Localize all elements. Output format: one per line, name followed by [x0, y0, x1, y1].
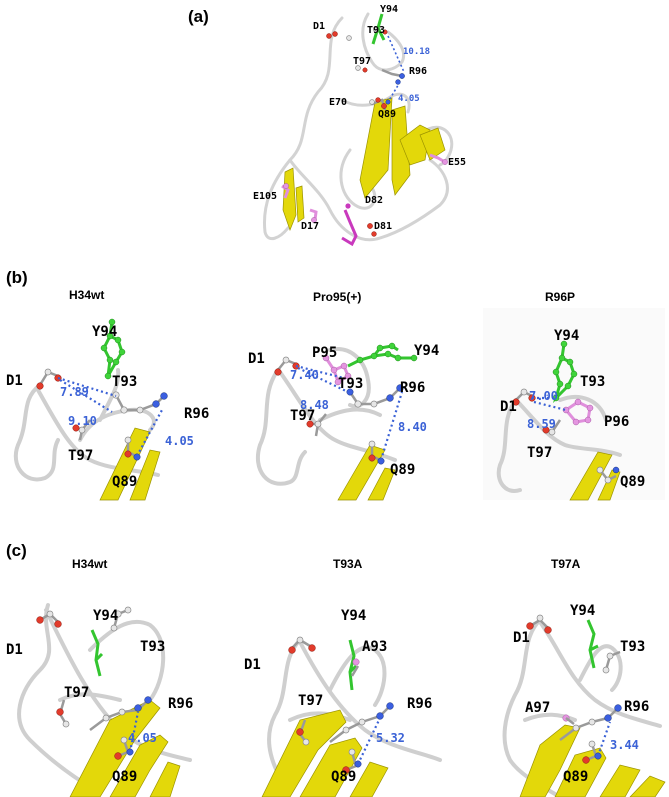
- label-b2-t97: T97: [290, 408, 315, 424]
- subpanel-c-t97a: T97A Y94 D1 T93 A97 R96: [502, 557, 666, 797]
- label-c3-d1: D1: [513, 630, 530, 646]
- label-b3-q89: Q89: [620, 474, 645, 490]
- label-c2-r96: R96: [407, 696, 432, 712]
- dist-b1-1: 7.89: [60, 385, 89, 399]
- label-a-q89: Q89: [378, 109, 396, 120]
- label-c2-d1: D1: [244, 657, 261, 673]
- label-a-t93: T93: [367, 25, 385, 36]
- label-b2-y94: Y94: [414, 343, 439, 359]
- label-c3-a97: A97: [525, 700, 550, 716]
- label-c2-q89: Q89: [331, 769, 356, 785]
- dist-c2-1: 5.32: [376, 731, 405, 745]
- label-a-r96: R96: [409, 66, 427, 77]
- label-c1-d1: D1: [6, 642, 23, 658]
- dist-a-1: 10.18: [403, 47, 430, 57]
- panel-a-letter: (a): [188, 7, 209, 26]
- label-a-e55: E55: [448, 157, 466, 168]
- label-b2-t93: T93: [338, 376, 363, 392]
- dist-a-2: 4.05: [398, 94, 420, 104]
- dist-b2-3: 8.40: [398, 420, 427, 434]
- label-c1-r96: R96: [168, 696, 193, 712]
- label-c2-a93: A93: [362, 639, 387, 655]
- label-c3-y94: Y94: [570, 603, 595, 619]
- label-a-e105: E105: [253, 191, 277, 202]
- panel-a: (a): [188, 4, 466, 247]
- subpanel-c-t93a: T93A Y94 A93 D1 T97 R96: [244, 557, 442, 797]
- label-b1-d1: D1: [6, 373, 23, 389]
- label-b3-t93: T93: [580, 374, 605, 390]
- dist-b1-2: 9.10: [68, 414, 97, 428]
- label-a-d17: D17: [301, 221, 319, 232]
- subpanel-c2-title: T93A: [333, 557, 363, 571]
- panel-a-structure: [262, 12, 454, 247]
- subpanel-b3-title: R96P: [545, 290, 575, 304]
- label-c1-y94: Y94: [93, 608, 118, 624]
- label-b2-p95: P95: [312, 345, 337, 361]
- label-a-t97: T97: [353, 56, 371, 67]
- label-b2-d1: D1: [248, 351, 265, 367]
- label-b1-t97: T97: [68, 448, 93, 464]
- dist-c1-1: 4.05: [128, 731, 157, 745]
- dist-b3-2: 8.59: [527, 417, 556, 431]
- subpanel-b-r96p: R96P Y94 T93 D1 P96 T97: [483, 290, 665, 501]
- subpanel-b1-title: H34wt: [69, 288, 104, 302]
- label-c2-y94: Y94: [341, 608, 366, 624]
- label-b1-q89: Q89: [112, 474, 137, 490]
- label-a-e70: E70: [329, 97, 347, 108]
- label-c1-t97: T97: [64, 685, 89, 701]
- label-a-d1: D1: [313, 21, 325, 32]
- label-b3-t97: T97: [527, 445, 552, 461]
- label-b3-p96: P96: [604, 414, 629, 430]
- dist-b1-3: 4.05: [165, 434, 194, 448]
- panel-b: (b) H34wt Y94 D1 T: [6, 268, 665, 501]
- label-c1-q89: Q89: [112, 769, 137, 785]
- label-b3-d1: D1: [500, 399, 517, 415]
- label-b1-y94: Y94: [92, 324, 117, 340]
- subpanel-b-pro95: Pro95(+) P95 Y94: [248, 290, 439, 501]
- label-c2-t97: T97: [298, 693, 323, 709]
- label-b2-q89: Q89: [390, 462, 415, 478]
- subpanel-c-h34wt: H34wt Y94 D1 T93 T97 R96: [6, 557, 193, 797]
- label-c1-t93: T93: [140, 639, 165, 655]
- dist-b3-1: 7.00: [529, 389, 558, 403]
- label-c3-r96: R96: [624, 699, 649, 715]
- dist-b2-2: 8.48: [300, 398, 329, 412]
- label-c3-q89: Q89: [563, 769, 588, 785]
- label-b1-r96: R96: [184, 406, 209, 422]
- panel-c-letter: (c): [6, 541, 27, 560]
- panel-b-letter: (b): [6, 268, 28, 287]
- subpanel-b2-title: Pro95(+): [313, 290, 361, 304]
- label-a-d82: D82: [365, 195, 383, 206]
- label-a-d81: D81: [374, 221, 392, 232]
- label-b2-r96: R96: [400, 380, 425, 396]
- subpanel-b-h34wt: H34wt Y94 D1 T93 R96 T9: [6, 288, 209, 501]
- dist-c3-1: 3.44: [610, 738, 639, 752]
- label-c3-t93: T93: [620, 639, 645, 655]
- panel-c: (c) H34wt Y94 D1 T93: [6, 541, 666, 797]
- label-a-y94: Y94: [380, 4, 398, 15]
- label-b1-t93: T93: [112, 374, 137, 390]
- subpanel-c3-title: T97A: [551, 557, 581, 571]
- label-b3-y94: Y94: [554, 328, 579, 344]
- dist-b2-1: 7.40: [290, 368, 319, 382]
- subpanel-c1-title: H34wt: [72, 557, 107, 571]
